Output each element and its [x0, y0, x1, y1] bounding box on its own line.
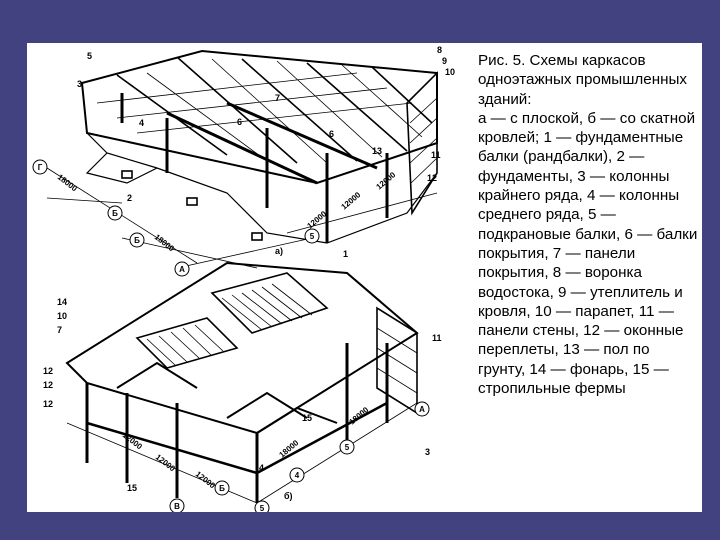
axis-marker-b-v — [169, 498, 185, 512]
callout-label: 12 — [43, 399, 53, 409]
callout-label: 13 — [372, 146, 382, 156]
callout-label: 3 — [77, 79, 82, 89]
callout-label: 6 — [237, 117, 242, 127]
dimension-label: 12000 — [194, 469, 218, 490]
callout-label: 6 — [329, 129, 334, 139]
callout-label: 14 — [57, 297, 67, 307]
callout-label: 11 — [431, 150, 441, 160]
callout-label: 5 — [87, 51, 92, 61]
dimension-label: 12000 — [340, 190, 363, 212]
axis-marker-label: 5 — [260, 504, 265, 512]
axis-marker-b-b — [214, 480, 230, 496]
axis-marker-label: А — [179, 265, 185, 274]
callout-label: 10 — [57, 311, 67, 321]
drawing-b-frame — [65, 261, 419, 504]
axis-marker-a — [174, 261, 190, 277]
figure-caption: Рис. 5. Схемы каркасов одноэтажных промы… — [478, 52, 698, 398]
dimension-label: 18000 — [56, 172, 80, 193]
axis-marker-label: Б — [219, 484, 225, 493]
callout-label: 7 — [57, 325, 62, 335]
dimension-label: 18000 — [348, 405, 371, 427]
callout-label: 4 — [139, 118, 144, 128]
axis-marker-label: Г — [38, 163, 43, 172]
dimension-label: 18000 — [153, 232, 177, 253]
building-frame-drawings: Г Б Б А 5 А 5 4 5 Б В 5 3 4 6 7 6 8 — [32, 45, 455, 512]
figure-panel: Г Б Б А 5 А 5 4 5 Б В 5 3 4 6 7 6 8 — [27, 43, 470, 512]
axis-marker-label: 4 — [295, 471, 300, 480]
callout-label: 9 — [442, 56, 447, 66]
callout-label: 2 — [127, 193, 132, 203]
subfigure-label: а) — [275, 246, 283, 256]
axis-marker-label: Б — [112, 209, 118, 218]
caption-panel: Рис. 5. Схемы каркасов одноэтажных промы… — [470, 43, 702, 512]
callout-label: 12 — [43, 366, 53, 376]
callout-label: 11 — [432, 333, 442, 343]
callout-label: 12 — [43, 380, 53, 390]
callout-label: 15 — [302, 413, 312, 423]
callout-label: 7 — [275, 93, 280, 103]
axis-marker-label: 5 — [310, 232, 315, 241]
drawing-a-frame — [46, 49, 438, 269]
dimension-label: 12000 — [154, 452, 178, 473]
callout-label: 3 — [425, 447, 430, 457]
axis-marker-5 — [304, 228, 320, 244]
axis-marker-b — [129, 232, 145, 248]
axis-marker-b-4 — [289, 467, 305, 483]
axis-marker-label: В — [174, 502, 180, 511]
dimension-label: 12000 — [121, 430, 145, 451]
callout-label: 4 — [259, 463, 264, 473]
axis-marker-label: 5 — [345, 443, 350, 452]
callout-label: 10 — [445, 67, 455, 77]
callout-label: 15 — [127, 483, 137, 493]
axis-marker-v — [107, 205, 123, 221]
axis-marker-label: Б — [134, 236, 140, 245]
callout-label: 1 — [343, 249, 348, 259]
axis-marker-b-a — [414, 401, 430, 417]
axis-marker-b-5 — [339, 439, 355, 455]
callout-label: 8 — [437, 45, 442, 55]
dimension-label: 12000 — [306, 209, 329, 231]
subfigure-label: б) — [284, 491, 293, 501]
axis-marker-label: А — [419, 405, 425, 414]
callout-label: 12 — [427, 173, 437, 183]
axis-marker-g — [32, 159, 48, 175]
axis-marker-b-5b — [254, 500, 270, 512]
